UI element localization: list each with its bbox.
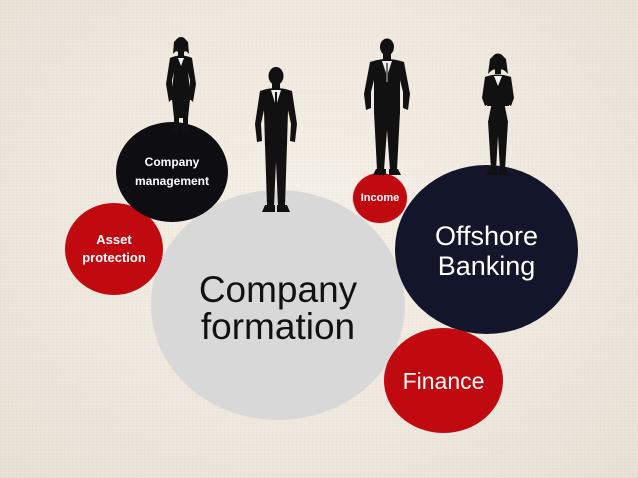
company-management-label: Company management: [134, 155, 210, 188]
income-label: Income: [360, 192, 400, 204]
income-bubble: Income: [352, 172, 408, 224]
company-management-bubble: Company management: [116, 122, 228, 222]
offshore-banking-bubble: Offshore Banking: [395, 165, 578, 334]
businesswoman-silhouette-icon: [474, 52, 522, 178]
company-formation-label: Company formation: [198, 269, 358, 347]
businesswoman-silhouette-icon: [158, 36, 204, 132]
asset-protection-bubble: Asset protection: [65, 203, 163, 295]
asset-protection-label: Asset protection: [82, 232, 146, 265]
offshore-banking-label: Offshore Banking: [434, 220, 539, 281]
finance-label: Finance: [402, 367, 485, 394]
businessman-silhouette-icon: [360, 38, 414, 178]
company-formation-bubble: Company formation: [151, 190, 405, 420]
businessman-silhouette-icon: [250, 66, 302, 218]
finance-bubble: Finance: [384, 328, 503, 433]
